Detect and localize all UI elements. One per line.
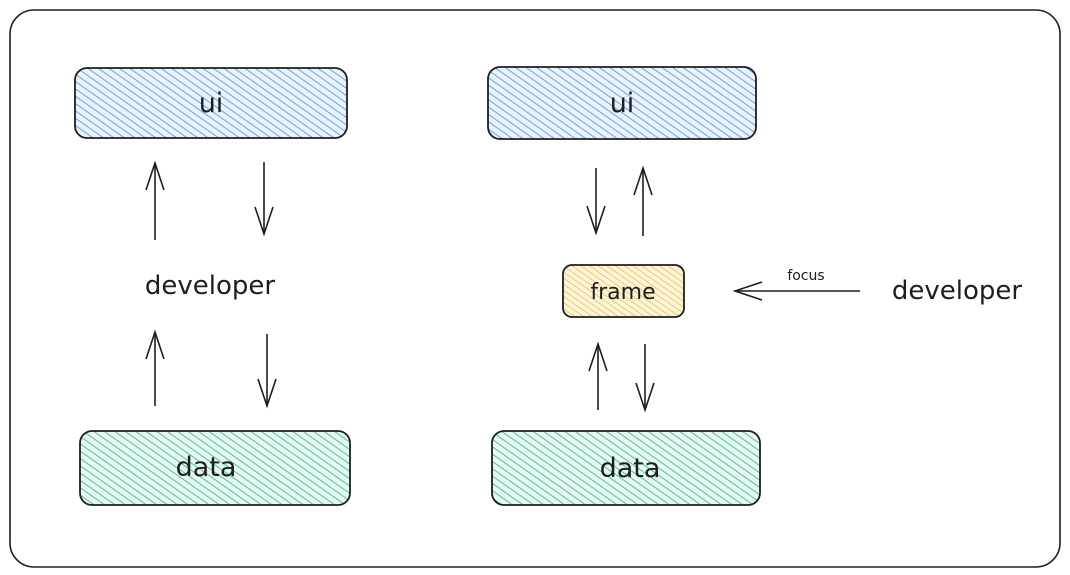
frame-label: frame bbox=[590, 280, 655, 305]
focus-arrow bbox=[732, 281, 860, 301]
focus-label: focus bbox=[787, 268, 824, 284]
right-arrow-down-1 bbox=[586, 168, 606, 236]
right-developer-label: developer bbox=[892, 276, 1023, 306]
left-arrow-up-1 bbox=[145, 160, 165, 240]
right-arrow-up-2 bbox=[588, 341, 608, 410]
right-ui-label: ui bbox=[610, 88, 635, 119]
right-diagram: ui frame focus developer bbox=[487, 66, 1023, 506]
left-ui-box: ui bbox=[74, 67, 348, 139]
left-data-label: data bbox=[176, 452, 237, 483]
left-diagram: ui developer data bbox=[74, 67, 351, 506]
outer-frame bbox=[9, 9, 1061, 568]
right-data-label: data bbox=[600, 453, 661, 484]
frame-box: frame bbox=[562, 264, 685, 318]
left-developer-label: developer bbox=[145, 271, 276, 301]
right-ui-box: ui bbox=[487, 66, 757, 140]
left-arrow-up-2 bbox=[145, 329, 165, 406]
right-arrow-down-2 bbox=[635, 344, 655, 413]
left-ui-label: ui bbox=[199, 88, 224, 119]
left-arrow-down-1 bbox=[254, 162, 274, 237]
right-data-box: data bbox=[491, 430, 761, 506]
left-arrow-down-2 bbox=[257, 334, 277, 409]
left-data-box: data bbox=[79, 430, 351, 506]
right-arrow-up-1 bbox=[633, 165, 653, 236]
